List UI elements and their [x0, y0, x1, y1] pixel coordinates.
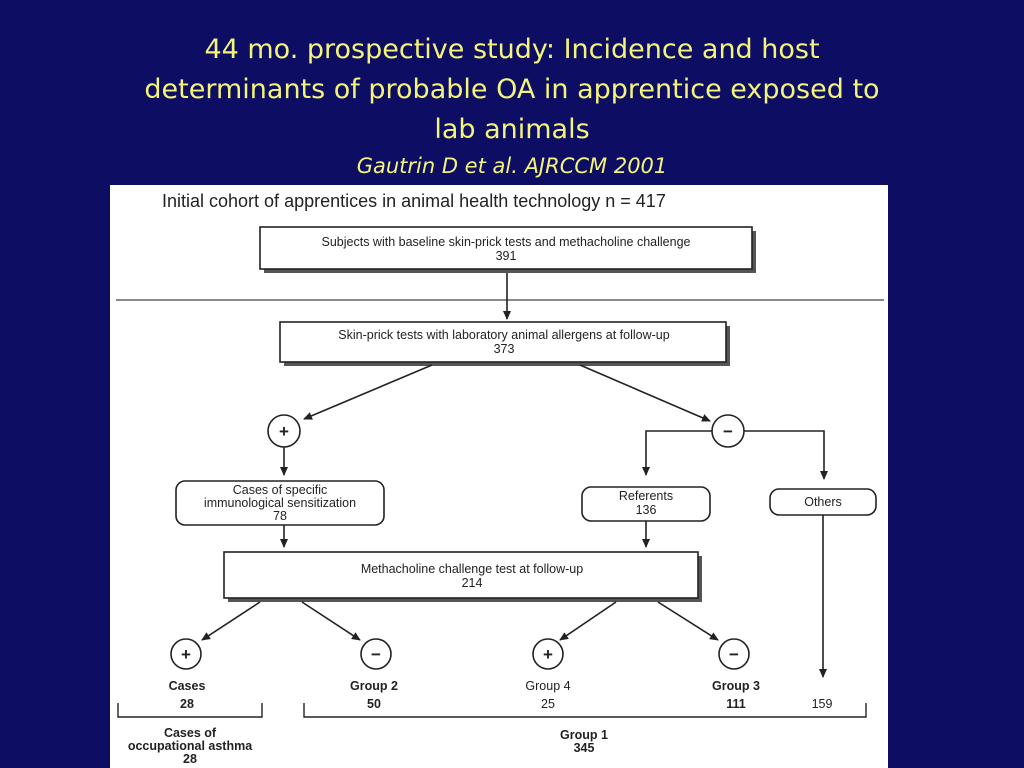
- spt-negative-sign: −: [723, 422, 733, 441]
- oa-n: 28: [183, 752, 197, 766]
- flowchart-figure: Initial cohort of apprentices in animal …: [110, 185, 888, 768]
- others-n: 159: [812, 697, 833, 711]
- group2-n: 50: [367, 697, 381, 711]
- spt-box: [279, 321, 727, 363]
- arrow-mch-to-group4: [559, 601, 617, 641]
- cases-positive-circle: [170, 638, 202, 670]
- arrow-spt-to-plus: [303, 364, 433, 420]
- title-line-3: lab animals: [434, 114, 590, 145]
- group4-label: Group 4: [525, 679, 570, 693]
- sens-n: 78: [273, 509, 287, 523]
- group2-negative-sign: −: [371, 645, 381, 664]
- group2-label: Group 2: [350, 679, 398, 693]
- sens-line-1: Cases of specific: [233, 483, 327, 497]
- others-label: Others: [804, 495, 842, 509]
- spt-positive-sign: +: [279, 422, 289, 441]
- cases-n: 28: [180, 697, 194, 711]
- group4-n: 25: [541, 697, 555, 711]
- group4-positive-sign: +: [543, 645, 553, 664]
- referents-n: 136: [636, 503, 657, 517]
- oa-line-1: Cases of: [164, 726, 217, 740]
- cases-label: Cases: [169, 679, 206, 693]
- sens-line-2: immunological sensitization: [204, 496, 356, 510]
- title-line-2: determinants of probable OA in apprentic…: [144, 74, 880, 105]
- slide-title: 44 mo. prospective study: Incidence and …: [60, 30, 964, 180]
- referents-label: Referents: [619, 489, 673, 503]
- cases-positive-sign: +: [181, 645, 191, 664]
- baseline-box: [259, 226, 753, 270]
- arrow-mch-to-group3: [657, 601, 719, 641]
- arrow-spt-to-minus: [579, 364, 711, 422]
- oa-bracket: [117, 703, 263, 718]
- group4-positive-circle: [532, 638, 564, 670]
- baseline-n: 391: [496, 249, 517, 263]
- baseline-label: Subjects with baseline skin-prick tests …: [322, 235, 691, 249]
- group2-negative-circle: [360, 638, 392, 670]
- arrow-mch-to-group2: [301, 601, 361, 641]
- group3-negative-sign: −: [729, 645, 739, 664]
- group1-bracket: [303, 703, 867, 718]
- mch-box: [223, 551, 699, 599]
- cohort-header: Initial cohort of apprentices in animal …: [162, 191, 666, 211]
- arrow-minus-to-others: [744, 430, 828, 480]
- oa-line-2: occupational asthma: [128, 739, 253, 753]
- spt-label: Skin-prick tests with laboratory animal …: [338, 328, 669, 342]
- flowchart-svg: Initial cohort of apprentices in animal …: [116, 191, 884, 766]
- sensitization-box: [175, 480, 385, 526]
- mch-label: Methacholine challenge test at follow-up: [361, 562, 583, 576]
- arrow-minus-to-referents: [642, 430, 712, 476]
- spt-n: 373: [494, 342, 515, 356]
- arrow-mch-to-cases: [201, 601, 261, 641]
- group3-label: Group 3: [712, 679, 760, 693]
- citation: Gautrin D et al. AJRCCM 2001: [356, 154, 668, 178]
- group1-label: Group 1: [560, 728, 608, 742]
- group3-negative-circle: [718, 638, 750, 670]
- group3-n: 111: [726, 697, 746, 711]
- mch-n: 214: [462, 576, 483, 590]
- title-line-1: 44 mo. prospective study: Incidence and …: [204, 34, 820, 65]
- group1-n: 345: [574, 741, 595, 755]
